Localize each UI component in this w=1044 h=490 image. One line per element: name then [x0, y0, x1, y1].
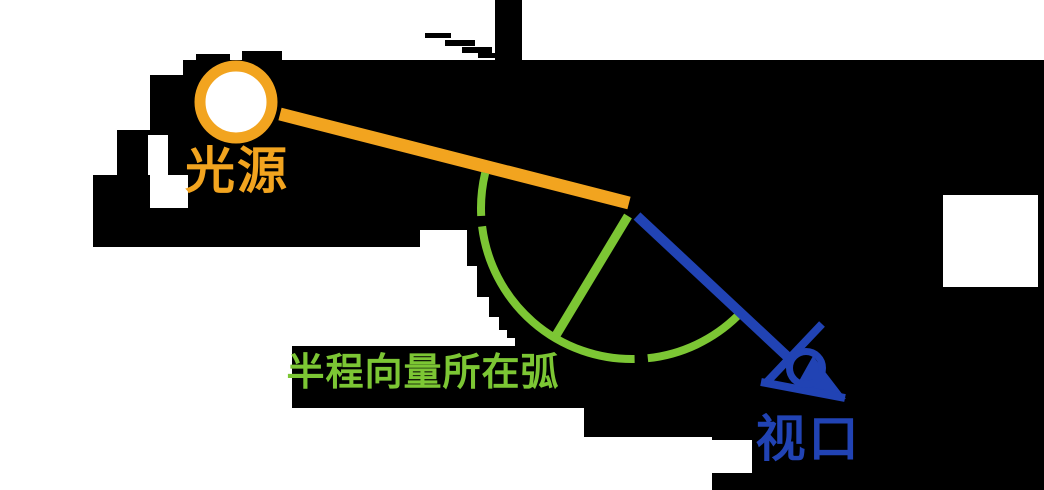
eye-icon — [760, 378, 846, 402]
viewport-label: 视口 — [754, 413, 860, 465]
view-ray-line — [633, 212, 795, 364]
eye-icon — [786, 348, 826, 388]
half-vector-arc — [477, 171, 741, 364]
smudge-streak — [478, 53, 500, 58]
matte-patch — [0, 175, 93, 247]
half-vector-arc-label: 半程向量所在弧 — [286, 351, 559, 393]
matte-patch — [0, 408, 584, 490]
matte-patch — [420, 230, 467, 247]
matte-patch — [0, 130, 117, 175]
smudge-streak — [242, 51, 282, 60]
label-char: 视 — [755, 413, 806, 465]
label-char: 光 — [185, 145, 235, 197]
matte-patch — [477, 297, 489, 348]
label-backdrop — [292, 346, 584, 408]
smudge-streak — [445, 40, 475, 46]
label-char: 半 — [286, 351, 325, 393]
label-char: 源 — [237, 145, 287, 197]
matte-patch — [467, 266, 477, 348]
matte-patch — [499, 330, 507, 348]
matte-patch — [712, 440, 752, 473]
label-char: 所 — [442, 351, 481, 393]
smudge-streak — [425, 33, 451, 38]
matte-patch — [507, 338, 515, 348]
matte-patch — [0, 60, 183, 75]
label-char: 量 — [403, 351, 442, 393]
matte-patch — [489, 317, 499, 348]
label-char: 程 — [325, 351, 364, 393]
smudge-streak — [196, 54, 230, 61]
label-char: 口 — [808, 413, 859, 465]
half-vector-line — [551, 213, 632, 340]
label-char: 弧 — [520, 351, 559, 393]
smudge-streak — [462, 47, 492, 53]
matte-patch — [943, 195, 1038, 287]
matte-patch — [148, 135, 168, 175]
light-source-icon — [194, 60, 278, 144]
label-char: 向 — [364, 351, 403, 393]
matte-patch — [0, 345, 292, 408]
matte-patch — [0, 75, 150, 130]
matte-patch — [0, 0, 1044, 60]
light-source-label: 光源 — [184, 145, 288, 197]
matte-patch — [150, 175, 188, 208]
label-char: 在 — [481, 351, 520, 393]
matte-patch — [584, 437, 712, 490]
matte-patch — [0, 247, 467, 348]
light-ray-line — [278, 107, 631, 210]
matte-notch — [495, 0, 522, 60]
